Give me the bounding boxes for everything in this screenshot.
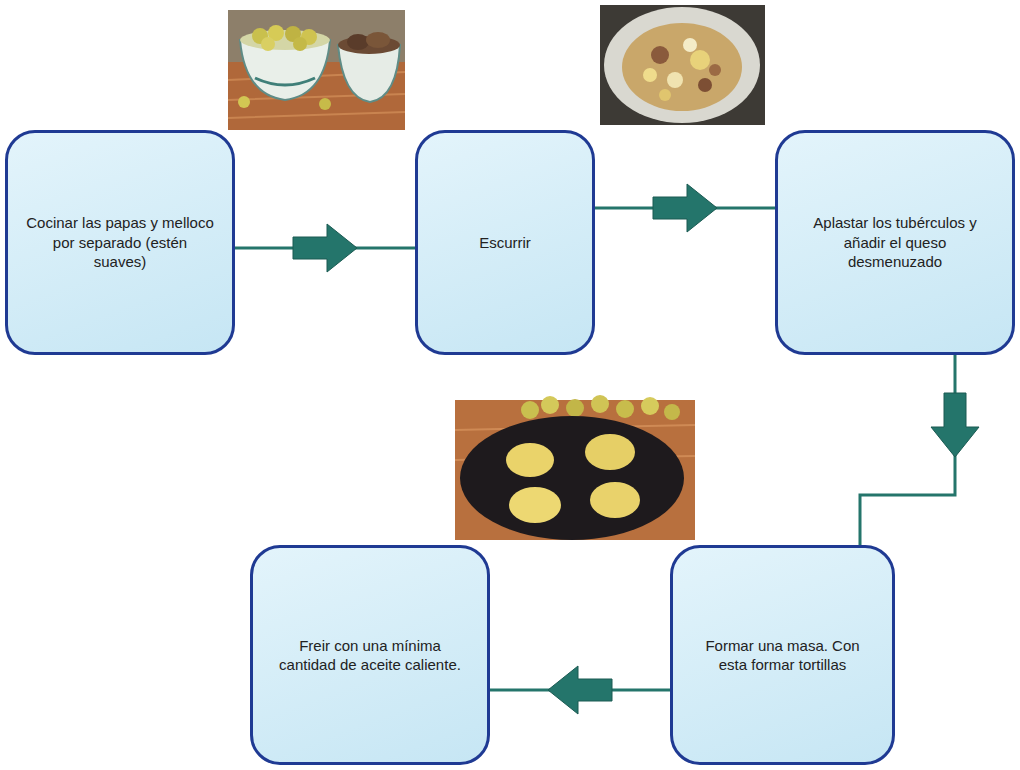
process-box: Freir con una mínima cantidad de aceite … bbox=[250, 545, 490, 765]
step-text: Aplastar los tubérculos y añadir el ques… bbox=[796, 213, 994, 272]
process-box: Cocinar las papas y melloco por separado… bbox=[5, 130, 235, 355]
block-arrow bbox=[293, 224, 357, 272]
step-text: Cocinar las papas y melloco por separado… bbox=[26, 213, 214, 272]
tubers-photo bbox=[228, 10, 405, 130]
step-text: Formar una masa. Con esta formar tortill… bbox=[691, 636, 874, 675]
flow-arrow bbox=[595, 184, 775, 232]
flow-arrow bbox=[490, 666, 670, 714]
flow-arrow bbox=[860, 355, 979, 545]
block-arrow bbox=[653, 184, 717, 232]
flow-arrow bbox=[235, 224, 415, 272]
process-box: Escurrir bbox=[415, 130, 595, 355]
step-text: Freir con una mínima cantidad de aceite … bbox=[271, 636, 469, 675]
block-arrow bbox=[548, 666, 612, 714]
step-text: Escurrir bbox=[479, 233, 531, 253]
tortillas-photo bbox=[455, 395, 695, 540]
mash-photo bbox=[600, 5, 765, 125]
connector-line bbox=[860, 355, 955, 545]
process-box: Formar una masa. Con esta formar tortill… bbox=[670, 545, 895, 765]
block-arrow bbox=[931, 393, 979, 457]
process-box: Aplastar los tubérculos y añadir el ques… bbox=[775, 130, 1015, 355]
